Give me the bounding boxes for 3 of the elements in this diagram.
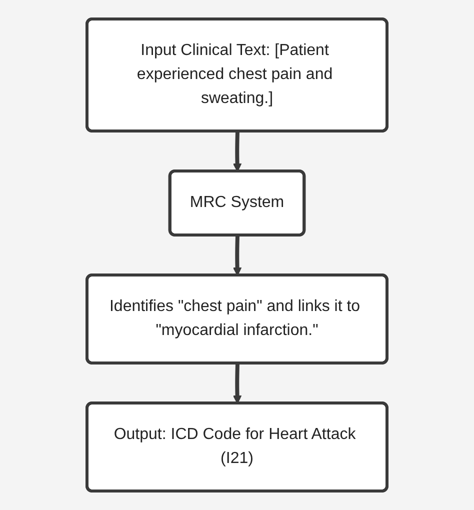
arrow <box>232 363 242 404</box>
arrow <box>232 235 242 276</box>
arrow <box>232 131 242 172</box>
